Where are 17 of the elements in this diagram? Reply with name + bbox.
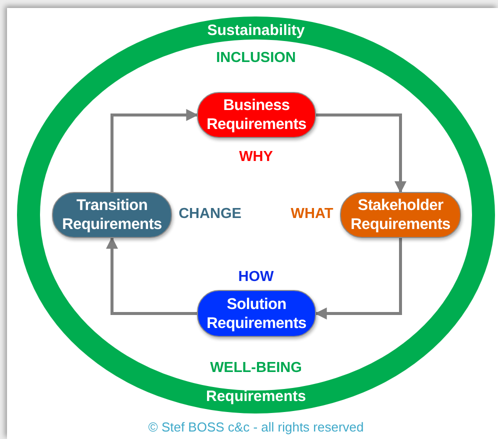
question-label: WHY [239,149,273,165]
business-pill: Business Requirements [197,92,316,138]
solution-pill: Solution Requirements [197,290,316,337]
transition-pill: Transition Requirements [52,192,172,238]
theme-label: INCLUSION [216,50,296,66]
ring-label: Sustainability [207,22,305,39]
copyright-note: © Stef BOSS c&c - all rights reserved [148,420,364,434]
arrow [316,114,406,194]
arrow [110,109,198,192]
question-label: HOW [238,269,274,285]
ring-label: Requirements [206,388,306,405]
question-label: WHAT [290,206,334,222]
stakeholder-pill: Stakeholder Requirements [340,192,461,238]
arrow [106,236,197,315]
question-label: CHANGE [178,206,242,222]
arrow [314,238,402,320]
theme-label: WELL-BEING [210,360,302,376]
